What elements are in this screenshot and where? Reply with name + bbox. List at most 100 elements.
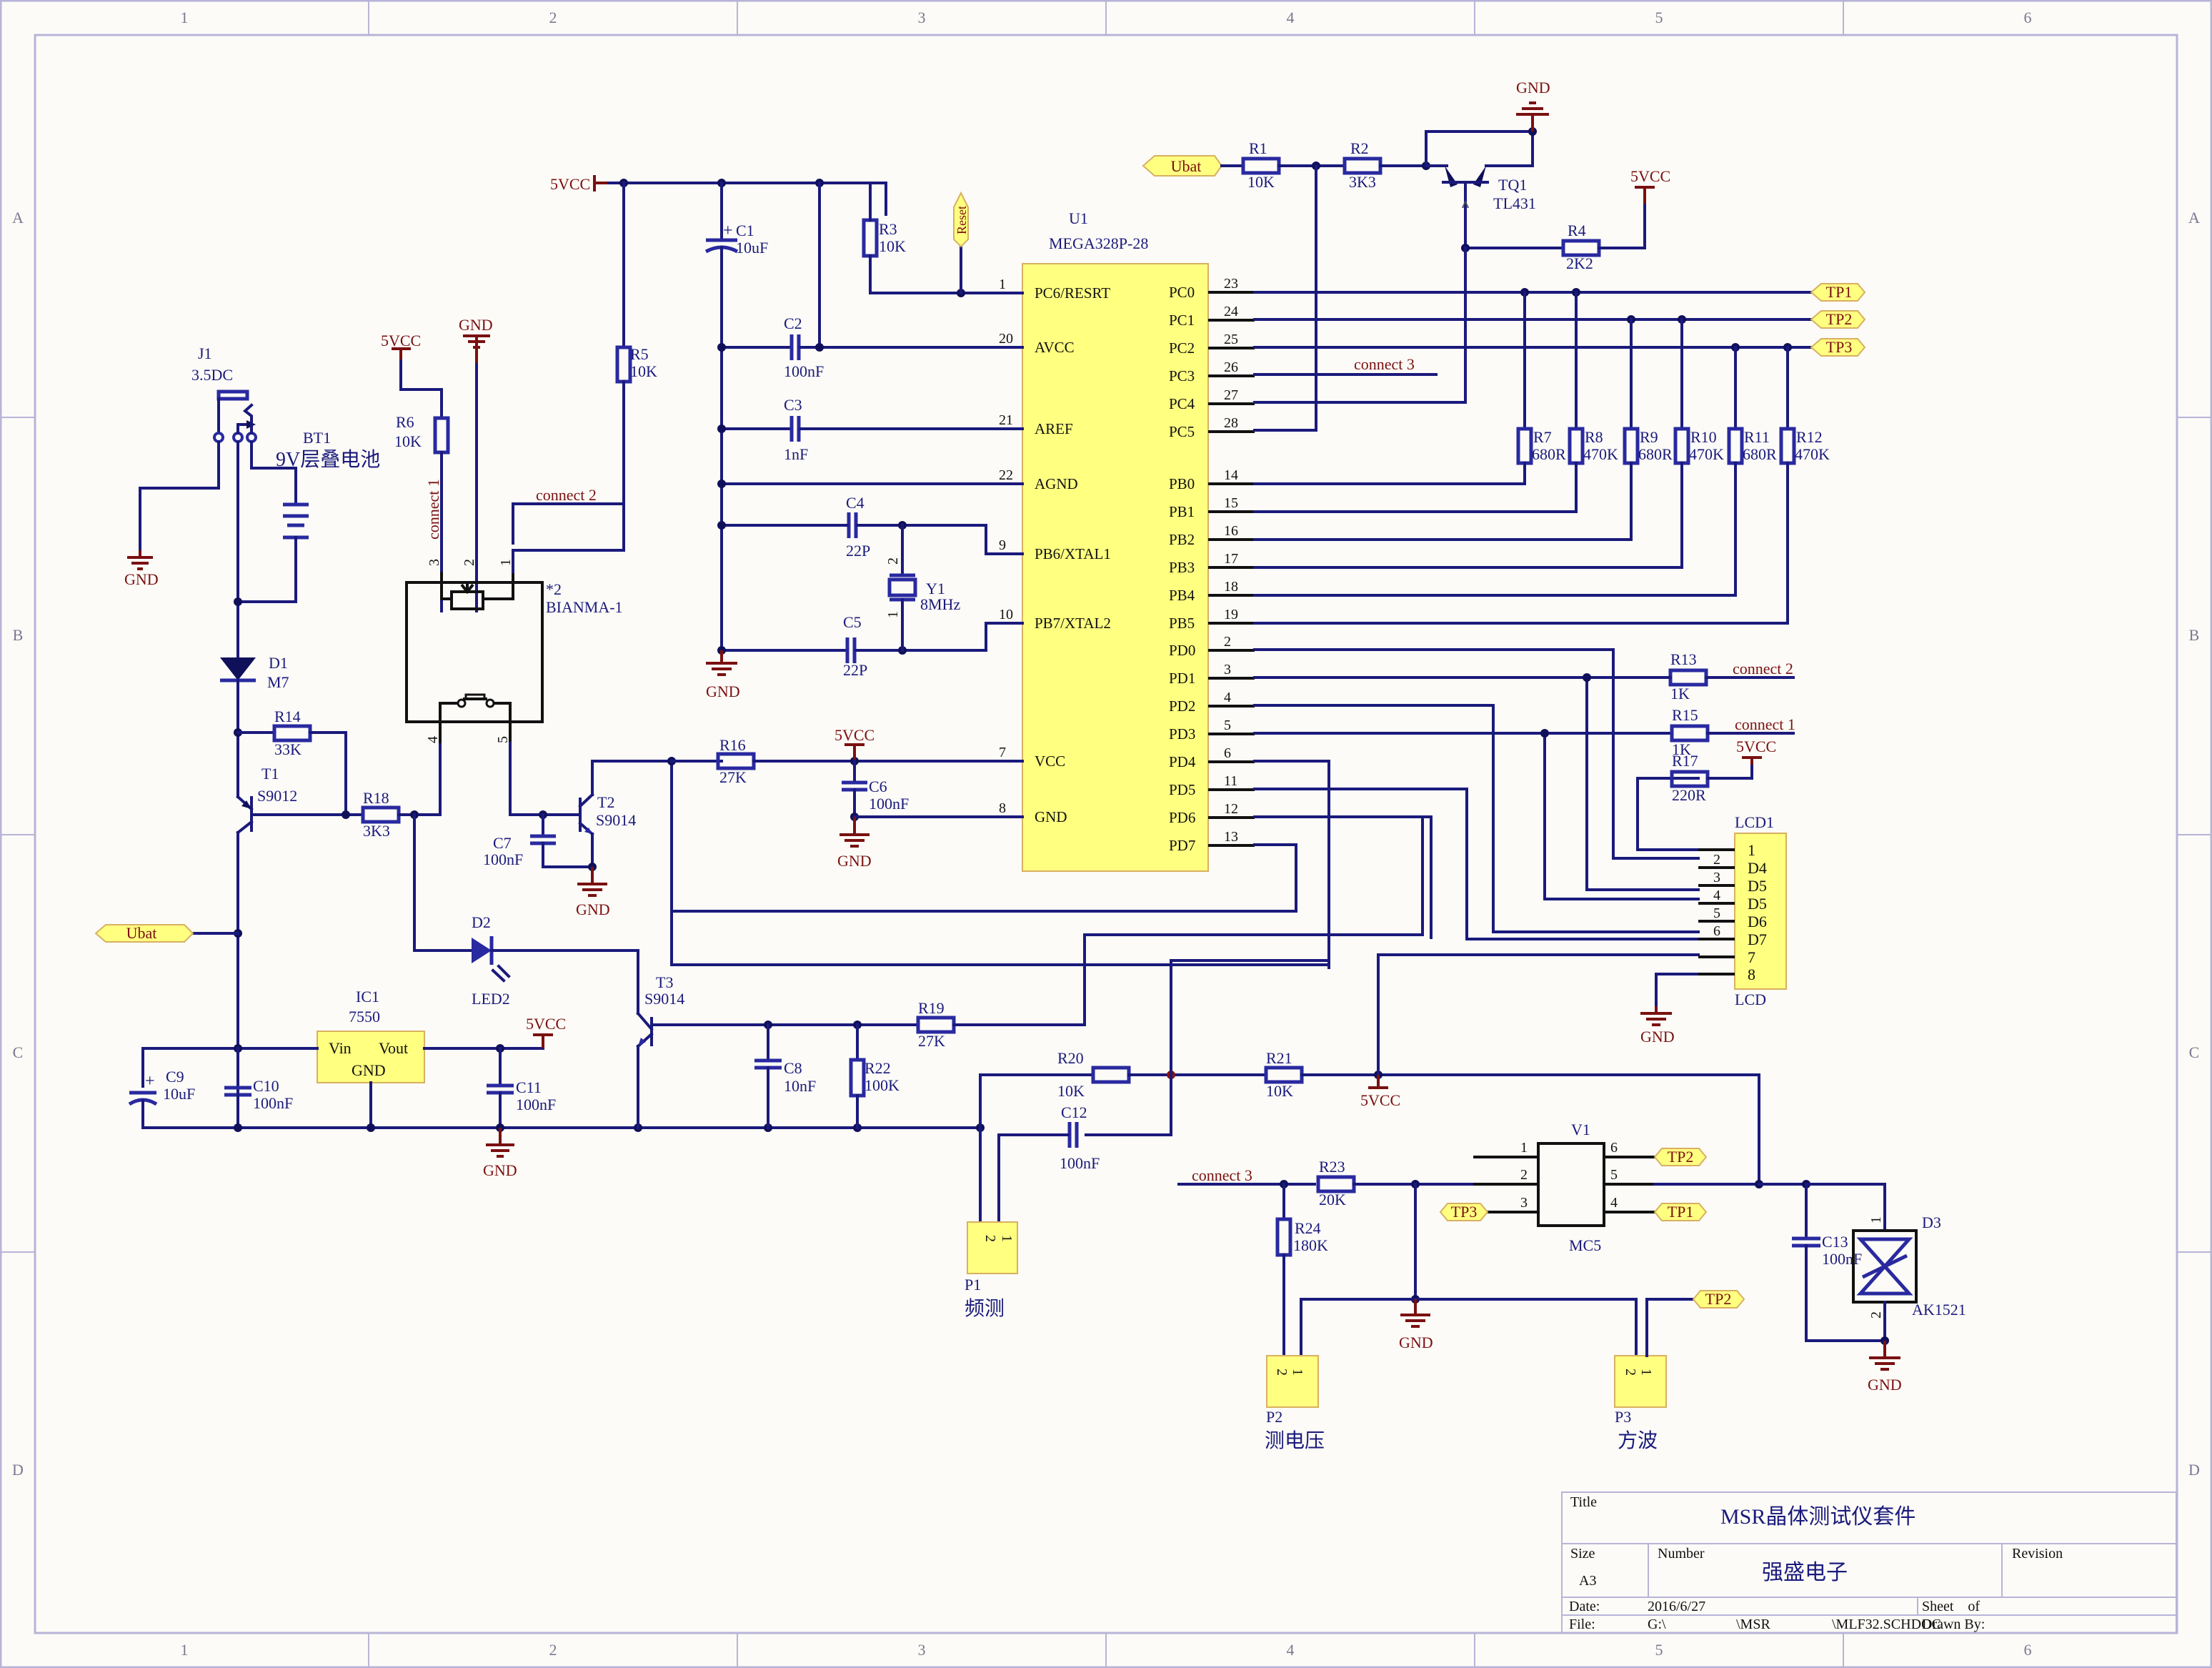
r4-value: 2K2 [1566, 254, 1593, 272]
crystal-y1[interactable]: 2 1 Y1 8MHz [885, 524, 960, 652]
r12-body[interactable] [1779, 427, 1796, 465]
r10-value: 470K [1689, 445, 1724, 463]
diode-d1[interactable]: D1 M7 [220, 654, 289, 691]
tp2-port[interactable] [1810, 310, 1866, 329]
mcu-pin-number: 6 [1224, 745, 1231, 761]
r20-body[interactable] [1091, 1066, 1131, 1084]
r10-body[interactable] [1673, 427, 1690, 465]
v1-mc5[interactable]: V1 MC5 1 2 3 6 5 4 [1473, 1121, 1655, 1254]
regulator-ic1[interactable]: Vin Vout GND [317, 1031, 425, 1083]
r13-body[interactable] [1668, 668, 1708, 687]
mcu-pin-name: GND [1035, 808, 1067, 825]
dc-jack-j1[interactable]: J1 3.5DC [191, 344, 257, 443]
r7-body[interactable] [1516, 427, 1533, 465]
r8-body[interactable] [1568, 427, 1585, 465]
y1-pin-1: 1 [885, 611, 901, 618]
zone-x-6-bottom: 6 [2024, 1641, 2032, 1659]
transistor-t1[interactable]: T1 S9012 [236, 765, 297, 835]
r2-body[interactable] [1342, 157, 1382, 175]
r6-body[interactable] [433, 416, 450, 455]
r3-body[interactable] [862, 218, 879, 258]
tq1-ref: TQ1 [1498, 176, 1527, 194]
r14-body[interactable] [272, 724, 312, 743]
battery-bt1[interactable]: BT1 9V层叠电池 [276, 429, 380, 540]
reset-port[interactable] [953, 191, 969, 248]
p2-ref: P2 [1266, 1408, 1282, 1426]
p3-desc: 方波 [1618, 1429, 1658, 1452]
encoder-bianma[interactable]: 5VCC R6 10K connect 1 GND 3 2 1 4 5 *2 B… [381, 316, 625, 743]
lcd-part: LCD [1735, 991, 1766, 1008]
lcd-pin-name: D7 [1748, 930, 1767, 948]
mcu-pin-number: 3 [1224, 662, 1231, 677]
r5-body[interactable] [615, 345, 632, 384]
vcc-label-top: 5VCC [550, 175, 590, 193]
c11-value: 100nF [516, 1096, 556, 1113]
transistor-t2[interactable]: T2 S9014 [578, 793, 636, 836]
r22-ref: R22 [865, 1059, 891, 1077]
zone-labels: 1 2 3 4 5 6 1 2 3 4 5 6 A B C D A B C D [12, 9, 2200, 1659]
ic1-gnd: GND [352, 1061, 386, 1079]
r9-body[interactable] [1623, 427, 1640, 465]
mcu-pin-name: PD5 [1169, 781, 1195, 798]
v1-pin-2: 2 [1520, 1167, 1528, 1183]
c1-value: 10uF [736, 239, 768, 257]
tb-title-label: Title [1570, 1494, 1597, 1510]
tp3-port-v1[interactable] [1439, 1203, 1489, 1221]
mcu-pin-number: 2 [1224, 634, 1231, 650]
avcc-network: 5VCC R3 10K Reset + C1 10uF C2 100nF [512, 175, 1024, 700]
tp3-port[interactable] [1810, 338, 1866, 357]
r11-body[interactable] [1727, 427, 1744, 465]
r1-body[interactable] [1241, 157, 1281, 175]
net-connect3-mcu: connect 3 [1354, 355, 1415, 373]
c4-value: 22P [846, 542, 870, 560]
header-p2[interactable]: 2 1 P2 测电压 [1265, 1355, 1325, 1452]
led-d2[interactable]: D2 LED2 [472, 913, 511, 1008]
r24-body[interactable] [1275, 1217, 1292, 1257]
zone-x-6: 6 [2024, 9, 2032, 26]
c9-ref: C9 [166, 1068, 184, 1086]
r4-body[interactable] [1561, 239, 1601, 257]
transistor-t3[interactable]: T3 S9014 [636, 973, 684, 1048]
zone-y-d-right: D [2188, 1461, 2200, 1479]
lcd-pin-number: 4 [1713, 888, 1720, 903]
mcu-pin-number: 27 [1224, 387, 1238, 403]
tb-drawn-by-label: Drawn By: [1922, 1617, 1985, 1632]
zone-y-b: B [13, 626, 24, 644]
lcd-pin-number: 2 [1713, 852, 1720, 868]
gnd-label-c1: GND [706, 682, 740, 700]
c3-value: 1nF [784, 445, 808, 463]
tp3-port-v1-label: TP3 [1451, 1203, 1478, 1221]
tb-date: 2016/6/27 [1648, 1599, 1705, 1614]
tp1-port-v1[interactable] [1653, 1203, 1708, 1221]
r16-value: 27K [719, 768, 747, 786]
r18-body[interactable] [361, 805, 401, 824]
r23-body[interactable] [1316, 1175, 1356, 1193]
zone-x-2-bottom: 2 [549, 1641, 557, 1659]
c5-value: 22P [843, 661, 867, 679]
p1-pin-1: 1 [999, 1235, 1015, 1242]
tl431-tq1[interactable]: TQ1 TL431 [1425, 164, 1536, 212]
diode-d3[interactable]: D3 AK1521 1 2 [1852, 1213, 1966, 1319]
tp2-port-p3[interactable] [1692, 1290, 1745, 1309]
r15-body[interactable] [1670, 724, 1710, 743]
r21-body[interactable] [1264, 1066, 1304, 1084]
tp2-port-v1[interactable] [1653, 1148, 1708, 1166]
ubat-port-left[interactable] [94, 924, 194, 943]
header-p3[interactable]: 2 1 P3 方波 [1614, 1355, 1667, 1452]
tp1-port[interactable] [1810, 283, 1866, 302]
r22-body[interactable] [849, 1058, 866, 1098]
mcu-pin-number: 17 [1224, 551, 1238, 567]
mcu-pin-name: PB7/XTAL2 [1035, 615, 1111, 632]
c13-value: 100nF [1822, 1250, 1862, 1268]
tb-file-path-1: \MSR [1736, 1617, 1770, 1632]
r16-body[interactable] [716, 752, 756, 770]
lcd-pin-number: 6 [1713, 923, 1720, 939]
mcu-pin-name: PD6 [1169, 809, 1195, 826]
tq1-part: TL431 [1493, 194, 1536, 212]
lcd-network: R13 1K connect 2 R15 1K connect 1 5VCC R… [670, 648, 1795, 1046]
header-p1[interactable]: 2 1 P1 频测 [965, 1221, 1018, 1320]
lcd-pin-name: D6 [1748, 913, 1767, 930]
r19-body[interactable] [916, 1016, 956, 1034]
